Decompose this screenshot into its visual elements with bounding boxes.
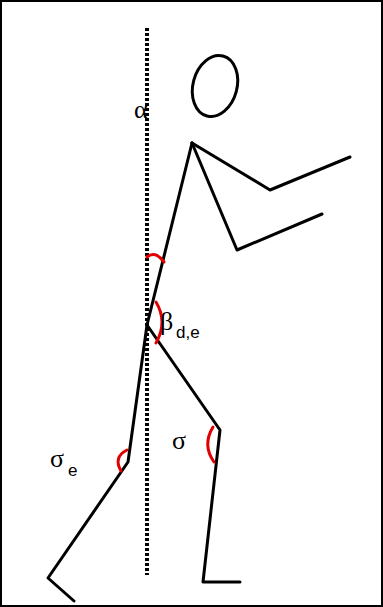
- back-leg: [48, 325, 147, 601]
- arm: [192, 143, 350, 190]
- angle-label: β: [160, 309, 173, 335]
- angle-arc: [118, 450, 127, 471]
- angle-arc: [147, 254, 164, 262]
- front-leg: [147, 325, 240, 582]
- torso: [147, 143, 192, 325]
- angle-label: σ: [172, 428, 186, 454]
- angle-label: α: [134, 97, 148, 123]
- angle-label: σ: [50, 446, 64, 472]
- arm: [192, 143, 322, 250]
- angle-arc: [208, 427, 214, 462]
- angle-subscript: e: [68, 462, 77, 479]
- head: [186, 50, 245, 121]
- angle-subscript: d,e: [176, 324, 200, 341]
